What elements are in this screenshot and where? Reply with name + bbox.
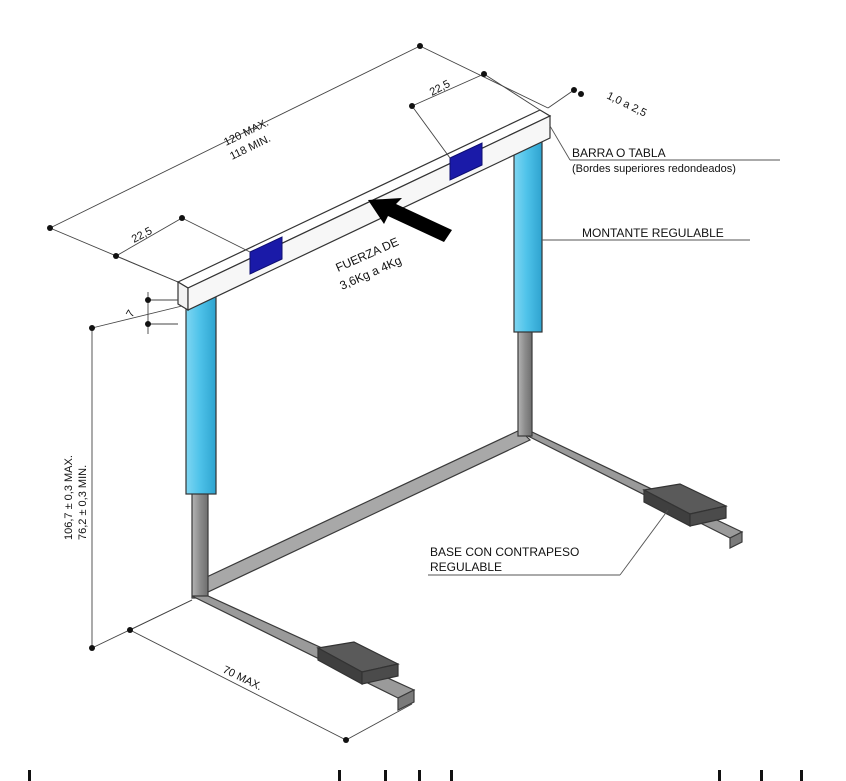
right-stripe-dimension bbox=[409, 71, 541, 159]
height-min-label: 76,2 ± 0,3 MIN. bbox=[77, 465, 89, 540]
front-post bbox=[191, 491, 209, 599]
base-length-label: 70 MAX. bbox=[221, 664, 264, 693]
rear-post bbox=[517, 329, 533, 437]
left-stripe-dimension bbox=[113, 215, 251, 283]
height-max-label: 106,7 ± 0,3 MAX. bbox=[63, 455, 75, 540]
bottom-crop-marks bbox=[28, 770, 803, 781]
counterweights bbox=[316, 483, 728, 686]
base-length-dimension bbox=[127, 599, 413, 743]
base-frame bbox=[191, 329, 744, 711]
thickness-dimension bbox=[547, 87, 584, 109]
force-arrow bbox=[368, 198, 452, 242]
barra-callout bbox=[549, 125, 780, 161]
left-stripe bbox=[249, 236, 283, 275]
barra-label: BARRA O TABLA bbox=[572, 146, 666, 160]
base-callout bbox=[428, 509, 669, 576]
base-label-line2: REGULABLE bbox=[430, 560, 502, 574]
montante-label: MONTANTE REGULABLE bbox=[582, 226, 724, 240]
barra-note-label: (Bordes superiores redondeados) bbox=[572, 163, 736, 175]
right-stripe bbox=[449, 142, 483, 181]
base-label-line1: BASE CON CONTRAPESO bbox=[430, 545, 579, 559]
top-bar bbox=[176, 109, 552, 312]
height-dimension bbox=[89, 305, 193, 651]
rear-upright bbox=[513, 127, 543, 333]
uprights bbox=[185, 123, 543, 495]
bar-height-label: 7 bbox=[124, 308, 137, 319]
front-base-leg bbox=[191, 595, 416, 699]
right-stripe-label: 22,5 bbox=[428, 78, 453, 99]
left-stripe-label: 22,5 bbox=[130, 225, 155, 246]
front-upright bbox=[185, 289, 217, 495]
thickness-label: 1,0 a 2,5 bbox=[605, 90, 649, 120]
bar-height-dimension bbox=[145, 292, 178, 334]
